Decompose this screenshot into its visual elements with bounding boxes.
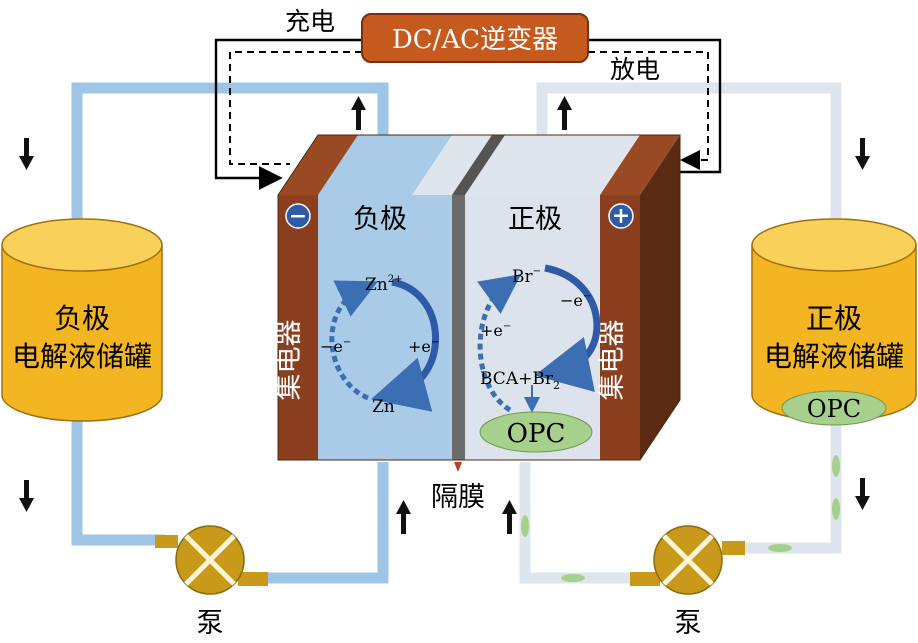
neg-plus-e-label: +e− xyxy=(408,337,439,356)
flow-arrow-down-right-top xyxy=(855,138,870,170)
pump-left: 泵 xyxy=(155,525,268,639)
flow-arrow-down-left-bottom xyxy=(19,480,34,512)
tank-opc-label: OPC xyxy=(807,395,861,423)
collector-left-label: 集电器 xyxy=(274,320,305,401)
minus-sign: − xyxy=(289,203,307,229)
battery-cell xyxy=(277,134,681,461)
collector-left xyxy=(278,195,318,460)
cell-opc-label: OPC xyxy=(507,419,566,449)
positive-reaction-arrows xyxy=(477,264,601,413)
flow-arrow-up-left-bottom xyxy=(396,500,411,534)
flow-arrow-up-right-bottom xyxy=(502,500,517,534)
pump-right: 泵 xyxy=(630,525,745,639)
negative-tank-line2: 电解液储罐 xyxy=(12,340,152,373)
plus-sign: + xyxy=(612,203,630,229)
pump-left-label: 泵 xyxy=(197,608,224,639)
membrane-label: 隔膜 xyxy=(431,482,485,513)
charge-label: 充电 xyxy=(285,7,335,36)
membrane xyxy=(452,195,465,460)
collector-right-label: 集电器 xyxy=(597,320,628,401)
positive-terminal: + xyxy=(608,203,634,229)
zn-ion-label: Zn2+ xyxy=(365,274,403,295)
flow-arrow-up-left-cell xyxy=(351,96,366,130)
pump-right-label: 泵 xyxy=(675,608,702,639)
positive-electrolyte-tank: 正极 电解液储罐 OPC xyxy=(751,218,917,426)
negative-electrode-label: 负极 xyxy=(353,204,407,235)
charge-circuit xyxy=(214,38,722,190)
bca-br2-label: BCA+Br2 xyxy=(480,369,560,392)
positive-tank-line1: 正极 xyxy=(806,302,862,335)
inverter-box: DC/AC逆变器 xyxy=(361,13,589,63)
svg-text:Zn2+: Zn2+ xyxy=(365,274,403,295)
inverter-label: DC/AC逆变器 xyxy=(392,25,558,55)
collector-right xyxy=(600,195,640,460)
discharge-circuit xyxy=(229,51,709,170)
positive-tank-line2: 电解液储罐 xyxy=(764,340,904,373)
flow-arrow-down-left-top xyxy=(19,138,34,170)
flow-arrows xyxy=(19,96,870,534)
flow-arrow-up-right-cell xyxy=(557,96,572,130)
negative-electrolyte-tank: 负极 电解液储罐 xyxy=(1,218,163,422)
membrane-pointer xyxy=(454,462,462,472)
flow-arrow-down-right-bottom xyxy=(855,478,870,510)
negative-terminal: − xyxy=(285,203,311,229)
neg-minus-e-label: −e− xyxy=(320,337,351,356)
cell-opc-badge xyxy=(479,411,593,453)
zn-metal-label: Zn xyxy=(372,397,395,417)
negative-tank-line1: 负极 xyxy=(54,302,110,335)
pos-plus-e-label: +e− xyxy=(480,321,511,340)
discharge-label: 放电 xyxy=(610,55,660,84)
br-ion-label: Br− xyxy=(512,266,541,287)
opc-particles xyxy=(521,455,840,582)
positive-electrode-label: 正极 xyxy=(508,204,562,235)
pos-minus-e-label: −e− xyxy=(560,291,591,310)
tank-opc-badge xyxy=(781,390,887,426)
negative-reaction-arrows xyxy=(329,278,440,412)
negative-chamber xyxy=(318,195,452,460)
